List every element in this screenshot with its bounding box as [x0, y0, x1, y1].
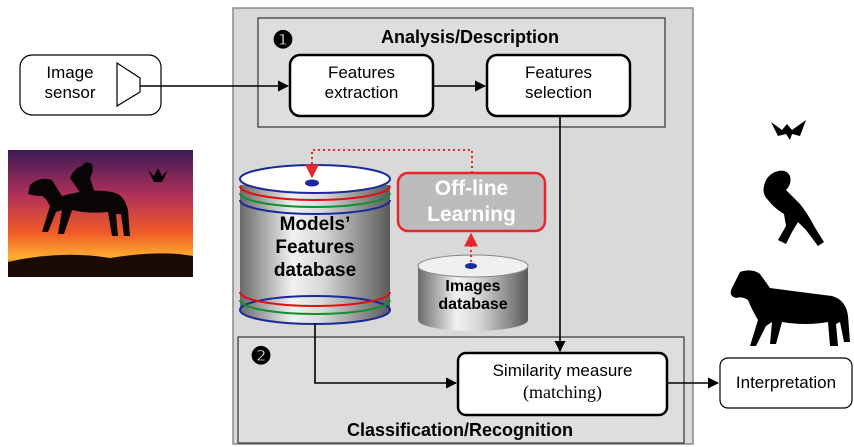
bat-silhouette [771, 120, 806, 140]
database-to-similarity-arrow [314, 323, 458, 389]
classification-title: Classification/Recognition [346, 420, 574, 440]
features-selection-label: Features selection [489, 63, 628, 102]
analysis-title: Analysis/Description [380, 27, 560, 47]
image-sensor-label: Image sensor [30, 63, 110, 102]
sensor-lens-icon [116, 61, 141, 108]
images-db-label: Images database [420, 278, 526, 315]
models-db-line3: database [273, 260, 357, 282]
analysis-number: ❶ [272, 27, 294, 54]
features-selection-line1: Features [524, 63, 593, 82]
similarity-line1: Similarity measure [492, 361, 633, 380]
classification-number: ❷ [250, 343, 272, 370]
learning-to-database-arrow [305, 149, 473, 179]
images-db-line2: database [438, 296, 508, 314]
features-extraction-label: Features extraction [292, 63, 431, 102]
models-db-label: Models’ Features database [250, 213, 380, 283]
interpretation-label: Interpretation [735, 373, 837, 392]
similarity-box [456, 351, 669, 417]
person-silhouette [763, 170, 824, 246]
image-sensor-line2: sensor [44, 82, 96, 102]
image-sensor-line1: Image [46, 63, 94, 82]
offline-learning-line1: Off-line [434, 177, 509, 200]
features-selection-box [485, 53, 632, 118]
offline-learning-label: Off-line Learning [400, 176, 543, 227]
features-selection-line2: selection [524, 82, 593, 102]
similarity-label: Similarity measure (matching) [460, 360, 665, 404]
horse-silhouette [730, 270, 850, 346]
input-photo [8, 150, 193, 277]
offline-learning-line2: Learning [427, 202, 516, 226]
features-extraction-line1: Features [327, 63, 396, 82]
interpretation-box [719, 357, 853, 409]
models-db-line2: Features [275, 237, 355, 259]
images-db-line1: Images [445, 278, 501, 295]
similarity-line2: (matching) [523, 382, 602, 403]
features-extraction-line2: extraction [324, 82, 399, 102]
images-database-cylinder [417, 254, 529, 331]
models-db-line1: Models’ [279, 214, 351, 235]
